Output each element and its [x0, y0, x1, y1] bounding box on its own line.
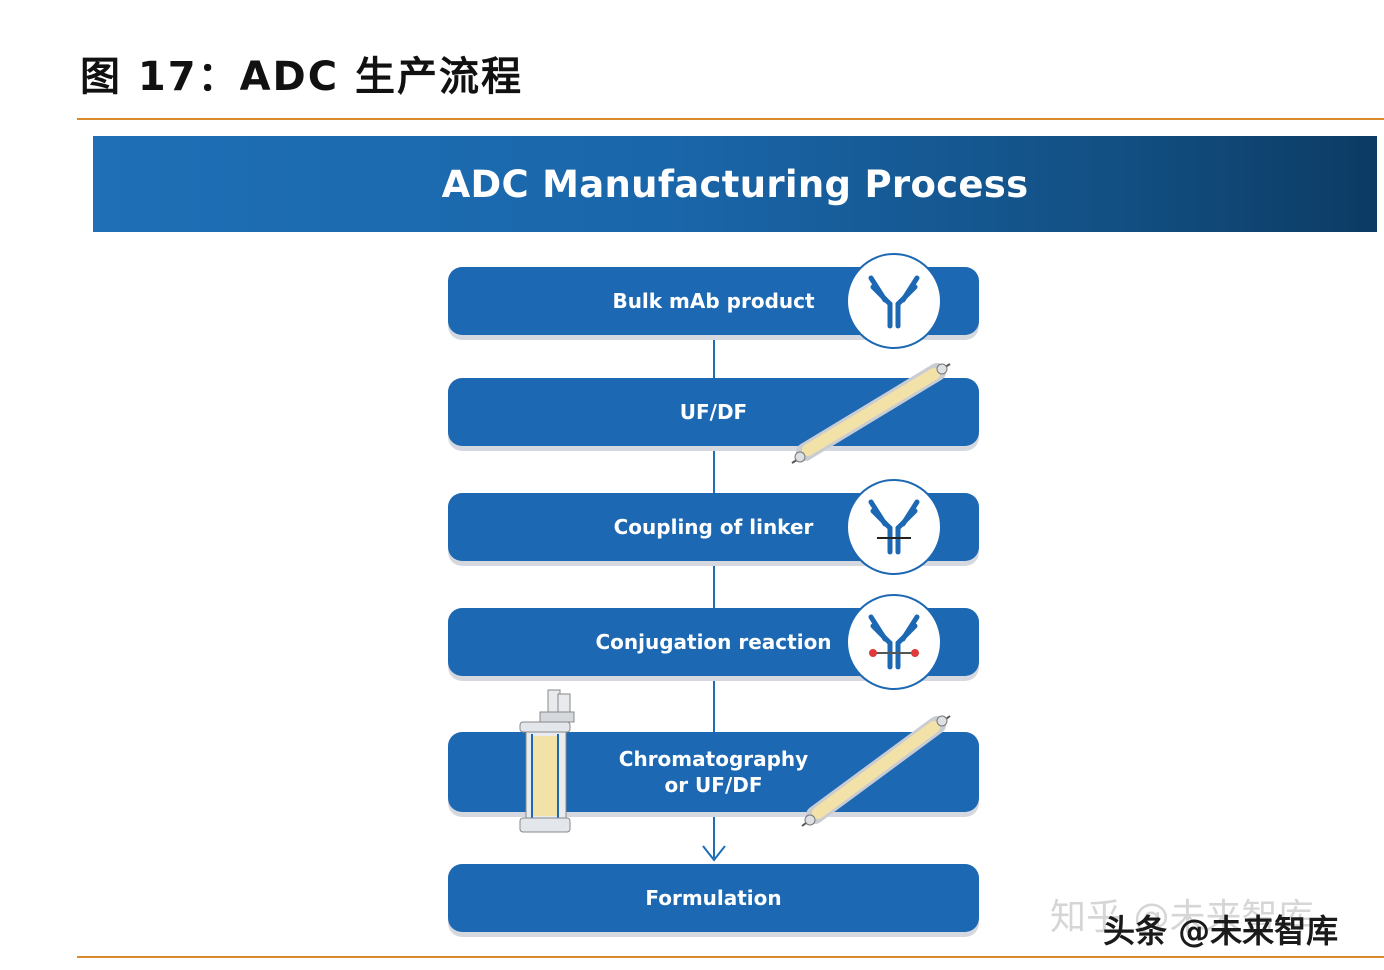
connector-line [713, 335, 715, 379]
chromatography-column-icon [519, 689, 575, 833]
watermark-zhihu: 知乎 @未来智库 [1050, 897, 1314, 938]
top-rule [77, 118, 1384, 120]
step-label: Formulation [645, 886, 782, 910]
filtration-cartridge-icon [801, 715, 951, 827]
connector-line [713, 560, 715, 610]
figure-title: 图 17：ADC 生产流程 [80, 54, 524, 100]
step-label-line2: or UF/DF [664, 773, 763, 797]
antibody-icon [846, 253, 942, 349]
step-label: Conjugation reaction [595, 630, 832, 654]
watermark-toutiao: 头条 @未来智库 [1103, 912, 1339, 950]
step-uf-df: UF/DF [448, 378, 979, 446]
banner: ADC Manufacturing Process [93, 136, 1377, 232]
arrow-down-icon [702, 845, 726, 862]
antibody-linker-icon [846, 479, 942, 575]
step-label: UF/DF [679, 400, 748, 424]
step-label: Bulk mAb product [612, 289, 815, 313]
step-formulation: Formulation [448, 864, 979, 932]
antibody-drug-conjugate-icon [846, 594, 942, 690]
connector-line [713, 445, 715, 495]
bottom-rule [77, 956, 1384, 958]
step-label: Coupling of linker [613, 515, 814, 539]
step-label-line1: Chromatography [618, 747, 809, 771]
connector-line [713, 675, 715, 733]
filtration-cartridge-icon [791, 363, 951, 464]
connector-line [713, 812, 715, 858]
banner-title: ADC Manufacturing Process [441, 162, 1029, 206]
